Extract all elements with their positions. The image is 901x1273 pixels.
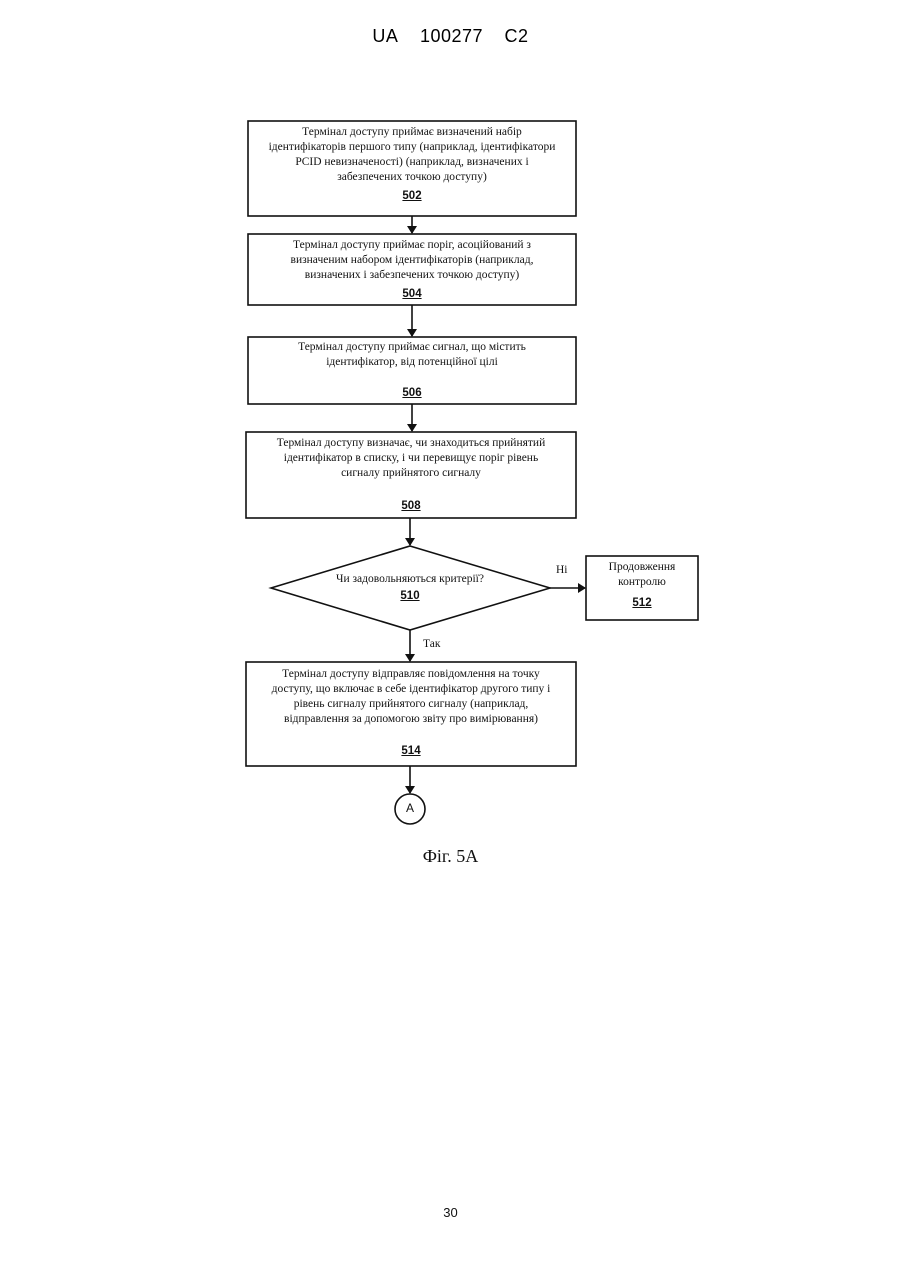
step-504-number: 504 bbox=[248, 288, 576, 300]
step-514-line: доступу, що включає в себе ідентифікатор… bbox=[246, 682, 576, 697]
step-506-line: Термінал доступу приймає сигнал, що міст… bbox=[248, 340, 576, 355]
decision-no-label: Ні bbox=[556, 564, 568, 576]
step-512-line: контролю bbox=[586, 575, 698, 590]
step-506-text: Термінал доступу приймає сигнал, що міст… bbox=[248, 340, 576, 370]
step-514-line: Термінал доступу відправляє повідомлення… bbox=[246, 667, 576, 682]
step-502-line: PCID невизначеності) (наприклад, визначе… bbox=[248, 155, 576, 170]
decision-510-number: 510 bbox=[300, 590, 520, 602]
step-508-text: Термінал доступу визначає, чи знаходитьс… bbox=[246, 436, 576, 481]
step-504-text: Термінал доступу приймає поріг, асоційов… bbox=[248, 238, 576, 283]
step-508-line: ідентифікатор в списку, і чи перевищує п… bbox=[246, 451, 576, 466]
step-504-line: визначеним набором ідентифікаторів (напр… bbox=[248, 253, 576, 268]
step-508-line: Термінал доступу визначає, чи знаходитьс… bbox=[246, 436, 576, 451]
step-504-line: визначених і забезпечених точкою доступу… bbox=[248, 268, 576, 283]
step-514-line: рівень сигналу прийнятого сигналу (напри… bbox=[246, 697, 576, 712]
step-504-line: Термінал доступу приймає поріг, асоційов… bbox=[248, 238, 576, 253]
page-number: 30 bbox=[0, 1205, 901, 1220]
step-506-number: 506 bbox=[248, 387, 576, 399]
step-512-text: Продовження контролю bbox=[586, 560, 698, 590]
step-512-line: Продовження bbox=[586, 560, 698, 575]
step-502-number: 502 bbox=[248, 190, 576, 202]
step-514-line: відправлення за допомогою звіту про вимі… bbox=[246, 712, 576, 727]
decision-510-text: Чи задовольняються критерії? bbox=[300, 572, 520, 587]
decision-yes-label: Так bbox=[423, 638, 440, 650]
step-506-line: ідентифікатор, від потенційної цілі bbox=[248, 355, 576, 370]
step-512-number: 512 bbox=[586, 597, 698, 609]
step-514-text: Термінал доступу відправляє повідомлення… bbox=[246, 667, 576, 727]
step-502-line: Термінал доступу приймає визначений набі… bbox=[248, 125, 576, 140]
step-502-line: ідентифікаторів першого типу (наприклад,… bbox=[248, 140, 576, 155]
step-514-number: 514 bbox=[246, 745, 576, 757]
step-508-line: сигналу прийнятого сигналу bbox=[246, 466, 576, 481]
step-502-line: забезпечених точкою доступу) bbox=[248, 170, 576, 185]
step-508-number: 508 bbox=[246, 500, 576, 512]
figure-caption: Фіг. 5А bbox=[0, 846, 901, 867]
decision-510-diamond bbox=[271, 546, 550, 630]
step-502-text: Термінал доступу приймає визначений набі… bbox=[248, 125, 576, 185]
connector-label: A bbox=[395, 801, 425, 815]
